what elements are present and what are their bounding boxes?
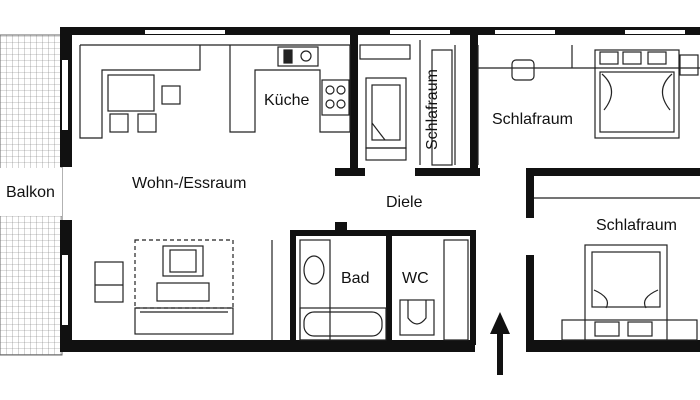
- entrance-arrow-icon: [490, 312, 510, 375]
- wc-fixtures: [399, 239, 469, 341]
- interior-walls: [290, 35, 700, 352]
- small-bedroom-bed: [359, 44, 453, 166]
- label-kueche: Küche: [264, 92, 309, 109]
- label-wc: WC: [402, 270, 429, 287]
- balcony-area: [0, 34, 63, 356]
- label-wohn-essraum: Wohn-/Essraum: [132, 175, 246, 192]
- room-labels: Balkon Wohn-/Essraum Küche Schlafraum Sc…: [6, 69, 677, 287]
- label-diele: Diele: [386, 194, 423, 211]
- bathroom-fixtures: [299, 239, 387, 341]
- label-balkon: Balkon: [6, 184, 55, 201]
- label-bad: Bad: [341, 270, 369, 287]
- kitchen-counter: [79, 44, 351, 139]
- outer-walls: [60, 27, 700, 352]
- living-furniture: [94, 239, 234, 335]
- partition-lines: [271, 40, 700, 340]
- label-schlafraum-top: Schlafraum: [492, 111, 573, 128]
- dining-table: [107, 74, 181, 133]
- top-bedroom-furniture: [511, 49, 699, 139]
- label-schlafraum-small: Schlafraum: [424, 69, 441, 150]
- label-schlafraum-bottom: Schlafraum: [596, 217, 677, 234]
- bottom-bedroom-furniture: [561, 244, 698, 341]
